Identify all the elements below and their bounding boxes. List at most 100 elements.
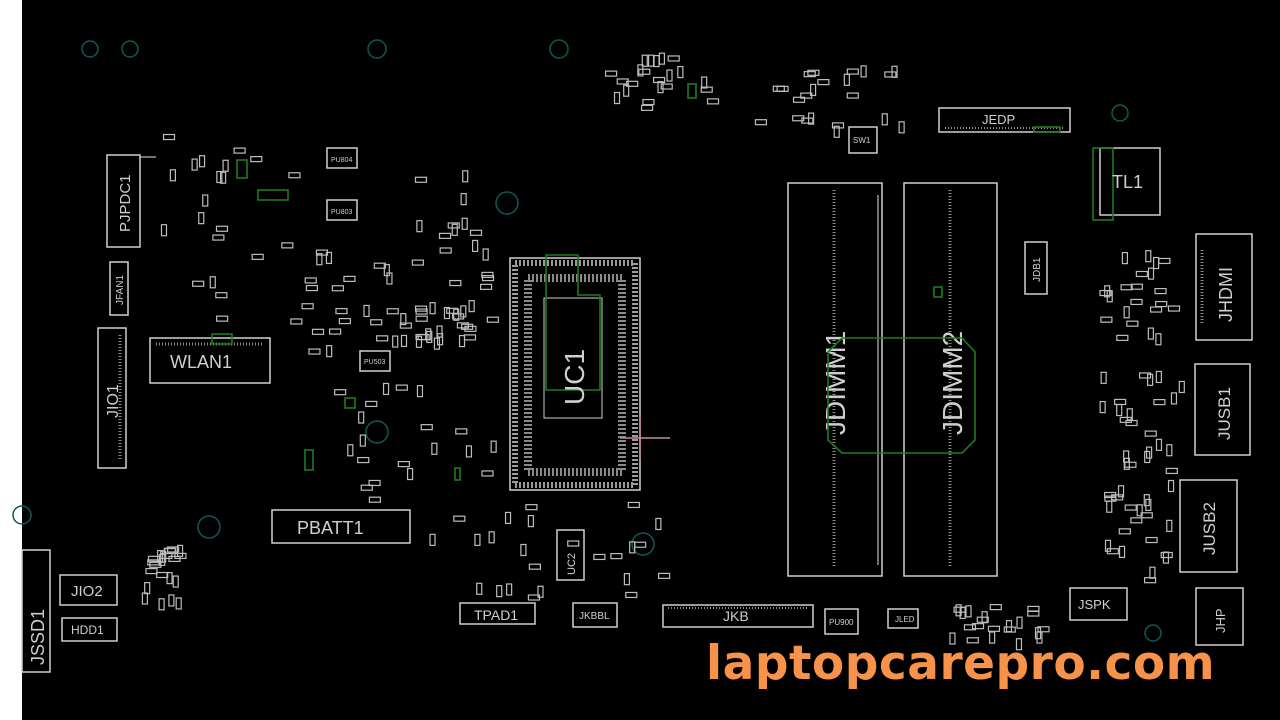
passive-component bbox=[191, 158, 198, 171]
passive-component bbox=[1123, 306, 1130, 319]
passive-component bbox=[449, 279, 462, 287]
passive-component bbox=[482, 248, 489, 261]
jdb1-connector[interactable]: JDB1 bbox=[1024, 241, 1048, 295]
passive-component bbox=[626, 80, 639, 87]
passive-component bbox=[198, 155, 206, 168]
passive-component bbox=[1015, 638, 1023, 651]
jio1-connector[interactable]: JIO1 bbox=[97, 327, 127, 469]
pu803-chip[interactable]: PU803 bbox=[326, 199, 358, 221]
wlan1-label: WLAN1 bbox=[170, 352, 232, 372]
passive-component bbox=[147, 559, 160, 566]
jio2-connector[interactable]: JIO2 bbox=[59, 574, 118, 606]
passive-component bbox=[1121, 252, 1128, 265]
passive-component bbox=[653, 54, 660, 68]
jled-connector[interactable]: JLED bbox=[887, 608, 919, 629]
passive-components bbox=[141, 52, 1185, 651]
jedp-label: JEDP bbox=[982, 112, 1015, 127]
passive-component bbox=[1155, 300, 1168, 308]
passive-component bbox=[458, 334, 466, 348]
passive-component bbox=[1143, 577, 1157, 584]
pu503-chip[interactable]: PU503 bbox=[359, 350, 391, 372]
wlan1-connector[interactable]: WLAN1 bbox=[149, 333, 271, 384]
uc2-label: UC2 bbox=[566, 553, 578, 575]
passive-component bbox=[1037, 626, 1050, 633]
pbatt1-connector[interactable]: PBATT1 bbox=[271, 509, 411, 544]
sw1-switch[interactable]: SW1 bbox=[848, 126, 878, 154]
passive-component bbox=[479, 283, 493, 290]
passive-component bbox=[1120, 284, 1133, 291]
tl1-label: TL1 bbox=[1112, 172, 1143, 192]
pu804-chip[interactable]: PU804 bbox=[326, 147, 358, 169]
passive-component bbox=[447, 222, 460, 229]
passive-component bbox=[528, 563, 542, 570]
jfan1-label: JFAN1 bbox=[115, 275, 126, 305]
passive-component bbox=[169, 169, 177, 182]
passive-component bbox=[989, 603, 1002, 611]
pu804-label: PU804 bbox=[331, 157, 353, 164]
passive-component bbox=[1130, 517, 1143, 524]
tl1-component[interactable]: TL1 bbox=[1092, 147, 1161, 221]
pu900-chip[interactable]: PU900 bbox=[824, 608, 859, 635]
passive-component bbox=[414, 176, 428, 183]
jhp-connector[interactable]: JHP bbox=[1195, 587, 1244, 646]
passive-component bbox=[481, 274, 495, 282]
jdb1-label: JDB1 bbox=[1032, 257, 1043, 282]
passive-component bbox=[400, 313, 407, 326]
jkb-connector[interactable]: JKB bbox=[662, 604, 814, 628]
passive-component bbox=[311, 328, 325, 335]
hdd1-connector[interactable]: HDD1 bbox=[61, 617, 118, 642]
passive-component bbox=[446, 307, 459, 314]
jspk-connector[interactable]: JSPK bbox=[1069, 587, 1128, 621]
passive-component bbox=[1147, 327, 1154, 340]
jssd1-connector[interactable]: JSSD1 bbox=[21, 549, 51, 673]
passive-component bbox=[301, 303, 314, 310]
passive-component bbox=[395, 384, 408, 391]
jkbbl-connector[interactable]: JKBBL bbox=[572, 602, 618, 628]
tpad1-connector[interactable]: TPAD1 bbox=[459, 602, 536, 625]
passive-component bbox=[776, 85, 789, 92]
passive-component bbox=[174, 552, 187, 559]
passive-component bbox=[486, 316, 499, 323]
jfan1-connector[interactable]: JFAN1 bbox=[109, 261, 129, 316]
passive-component bbox=[461, 217, 468, 230]
passive-component bbox=[167, 546, 180, 553]
passive-component bbox=[1104, 539, 1112, 552]
passive-component bbox=[963, 624, 977, 631]
passive-component bbox=[429, 533, 436, 546]
uc2-chip[interactable]: UC2 bbox=[556, 529, 585, 581]
pu503-label: PU503 bbox=[364, 359, 386, 366]
uc1-cpu[interactable]: UC1 bbox=[509, 254, 670, 491]
passive-component bbox=[1136, 504, 1143, 517]
passive-component bbox=[202, 194, 209, 207]
passive-component bbox=[1165, 467, 1178, 475]
passive-component bbox=[949, 632, 956, 645]
passive-component bbox=[490, 440, 497, 453]
passive-component bbox=[642, 98, 655, 106]
jedp-connector[interactable]: JEDP bbox=[938, 107, 1071, 133]
passive-component bbox=[481, 470, 494, 477]
jssd1-label: JSSD1 bbox=[28, 609, 48, 665]
passive-component bbox=[846, 92, 859, 99]
passive-component bbox=[147, 555, 161, 562]
passive-component bbox=[987, 625, 1001, 632]
passive-component bbox=[1146, 373, 1154, 386]
jhdmi-connector[interactable]: JHDMI bbox=[1195, 233, 1253, 341]
passive-component bbox=[368, 479, 381, 487]
pjpdc1-connector[interactable]: PJPDC1 bbox=[106, 154, 156, 248]
jdimm1-slot[interactable]: JDIMM1 bbox=[787, 182, 883, 577]
jusb2-connector[interactable]: JUSB2 bbox=[1179, 479, 1238, 573]
passive-component bbox=[1124, 461, 1137, 468]
passive-component bbox=[884, 71, 897, 78]
passive-component bbox=[476, 582, 483, 595]
passive-component bbox=[172, 575, 179, 588]
passive-component bbox=[701, 76, 708, 89]
passive-component bbox=[846, 68, 859, 75]
passive-component bbox=[1130, 283, 1143, 290]
jusb1-connector[interactable]: JUSB1 bbox=[1194, 363, 1251, 456]
passive-component bbox=[347, 444, 354, 457]
passive-component bbox=[1034, 627, 1042, 640]
passive-component bbox=[593, 553, 606, 561]
passive-component bbox=[359, 434, 366, 447]
jdimm2-slot[interactable]: JDIMM2 bbox=[903, 182, 998, 577]
passive-component bbox=[706, 98, 720, 105]
